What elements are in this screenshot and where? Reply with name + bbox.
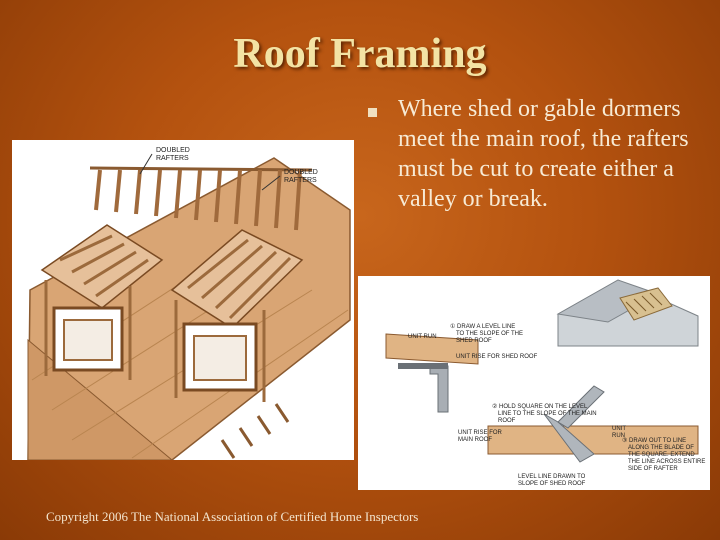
roof-framing-illustration: DOUBLED RAFTERS DOUBLED RAFTERS (12, 140, 354, 461)
label-unit-run-2b: RUN (612, 433, 625, 439)
rafter-cut-diagram: UNIT RUN ① DRAW A LEVEL LINE TO THE SLOP… (358, 276, 710, 490)
label-level-b: SLOPE OF SHED ROOF (518, 481, 586, 487)
label-step3-b: ALONG THE BLADE OF (628, 445, 694, 451)
label-step2-c: ROOF (498, 418, 516, 424)
label-step3-a: ③ DRAW OUT TO LINE (622, 437, 686, 444)
slide-title: Roof Framing (233, 31, 487, 77)
label-level-a: LEVEL LINE DRAWN TO (518, 474, 586, 480)
label-unit-run: UNIT RUN (408, 334, 437, 340)
label-unit-run-2a: UNIT (612, 426, 626, 432)
label-step2-a: ② HOLD SQUARE ON THE LEVEL (492, 403, 588, 410)
roof-framing-drawing: DOUBLED RAFTERS DOUBLED RAFTERS (27, 147, 351, 461)
label-step1-c: SHED ROOF (456, 338, 492, 344)
label-step3-e: SIDE OF RAFTER (628, 466, 678, 472)
bullet-marker (368, 108, 377, 117)
rafter-cut-drawing: UNIT RUN ① DRAW A LEVEL LINE TO THE SLOP… (385, 279, 705, 487)
label-doubled-1: DOUBLED (156, 147, 190, 154)
label-step3-c: THE SQUARE. EXTEND (628, 452, 695, 458)
label-step2-b: LINE TO THE SLOPE OF THE MAIN (498, 411, 597, 417)
label-rafters-1: RAFTERS (156, 155, 189, 162)
label-unit-rise-main-b: MAIN ROOF (458, 437, 492, 443)
label-doubled-2: DOUBLED (284, 169, 318, 176)
bullet-text: Where shed or gable dormers meet the mai… (398, 96, 689, 212)
label-rafters-2: RAFTERS (284, 177, 317, 184)
copyright-footer: Copyright 2006 The National Association … (46, 509, 419, 524)
label-unit-rise-main-a: UNIT RISE FOR (458, 430, 503, 436)
label-step3-d: THE LINE ACROSS ENTIRE (628, 459, 705, 465)
label-step1-a: ① DRAW A LEVEL LINE (450, 323, 515, 330)
label-step1-b: TO THE SLOPE OF THE (456, 331, 523, 337)
label-unit-rise-shed: UNIT RISE FOR SHED ROOF (456, 354, 538, 360)
